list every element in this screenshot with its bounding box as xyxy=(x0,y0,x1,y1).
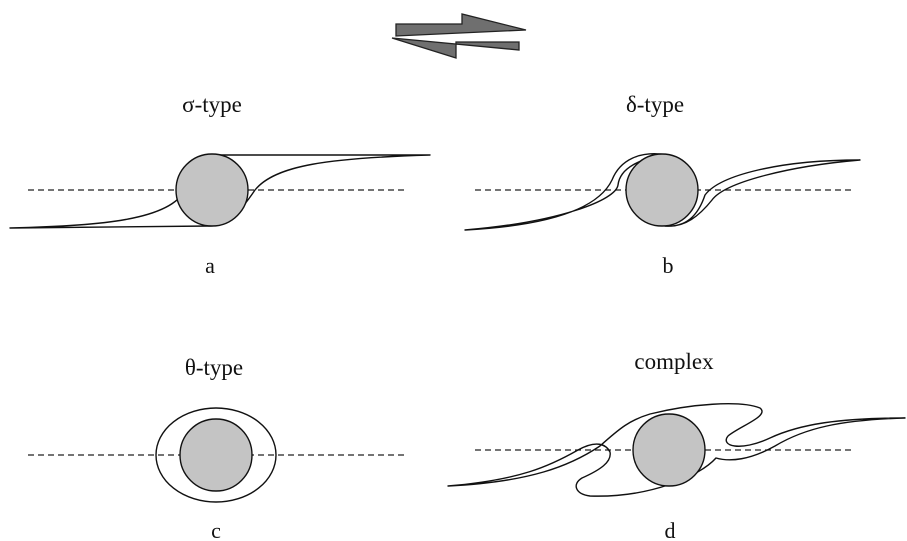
upper-arrow xyxy=(395,13,527,37)
panel-letter: c xyxy=(211,518,221,541)
panel-c: θ-type c xyxy=(28,355,405,541)
type-label: complex xyxy=(634,349,714,374)
panel-letter: a xyxy=(205,253,215,278)
type-label: σ-type xyxy=(182,92,242,117)
porphyroclast-grain xyxy=(632,413,706,487)
panel-b: δ-type b xyxy=(464,92,861,278)
type-label: θ-type xyxy=(185,355,243,380)
porphyroclast-grain xyxy=(175,153,249,227)
type-label: δ-type xyxy=(626,92,684,117)
porphyroclast-grain xyxy=(179,418,253,492)
strain-shadow-envelope xyxy=(155,407,277,503)
panel-d: complex d xyxy=(447,349,906,541)
strain-shadow-envelope xyxy=(447,403,906,497)
strain-shadow-tail xyxy=(9,154,431,229)
panel-letter: b xyxy=(663,253,674,278)
panel-a: σ-type a xyxy=(9,92,431,278)
lower-arrow xyxy=(391,37,520,59)
shear-sense-arrows xyxy=(391,13,527,59)
panel-letter: d xyxy=(665,518,676,541)
porphyroclast-grain xyxy=(625,153,699,227)
